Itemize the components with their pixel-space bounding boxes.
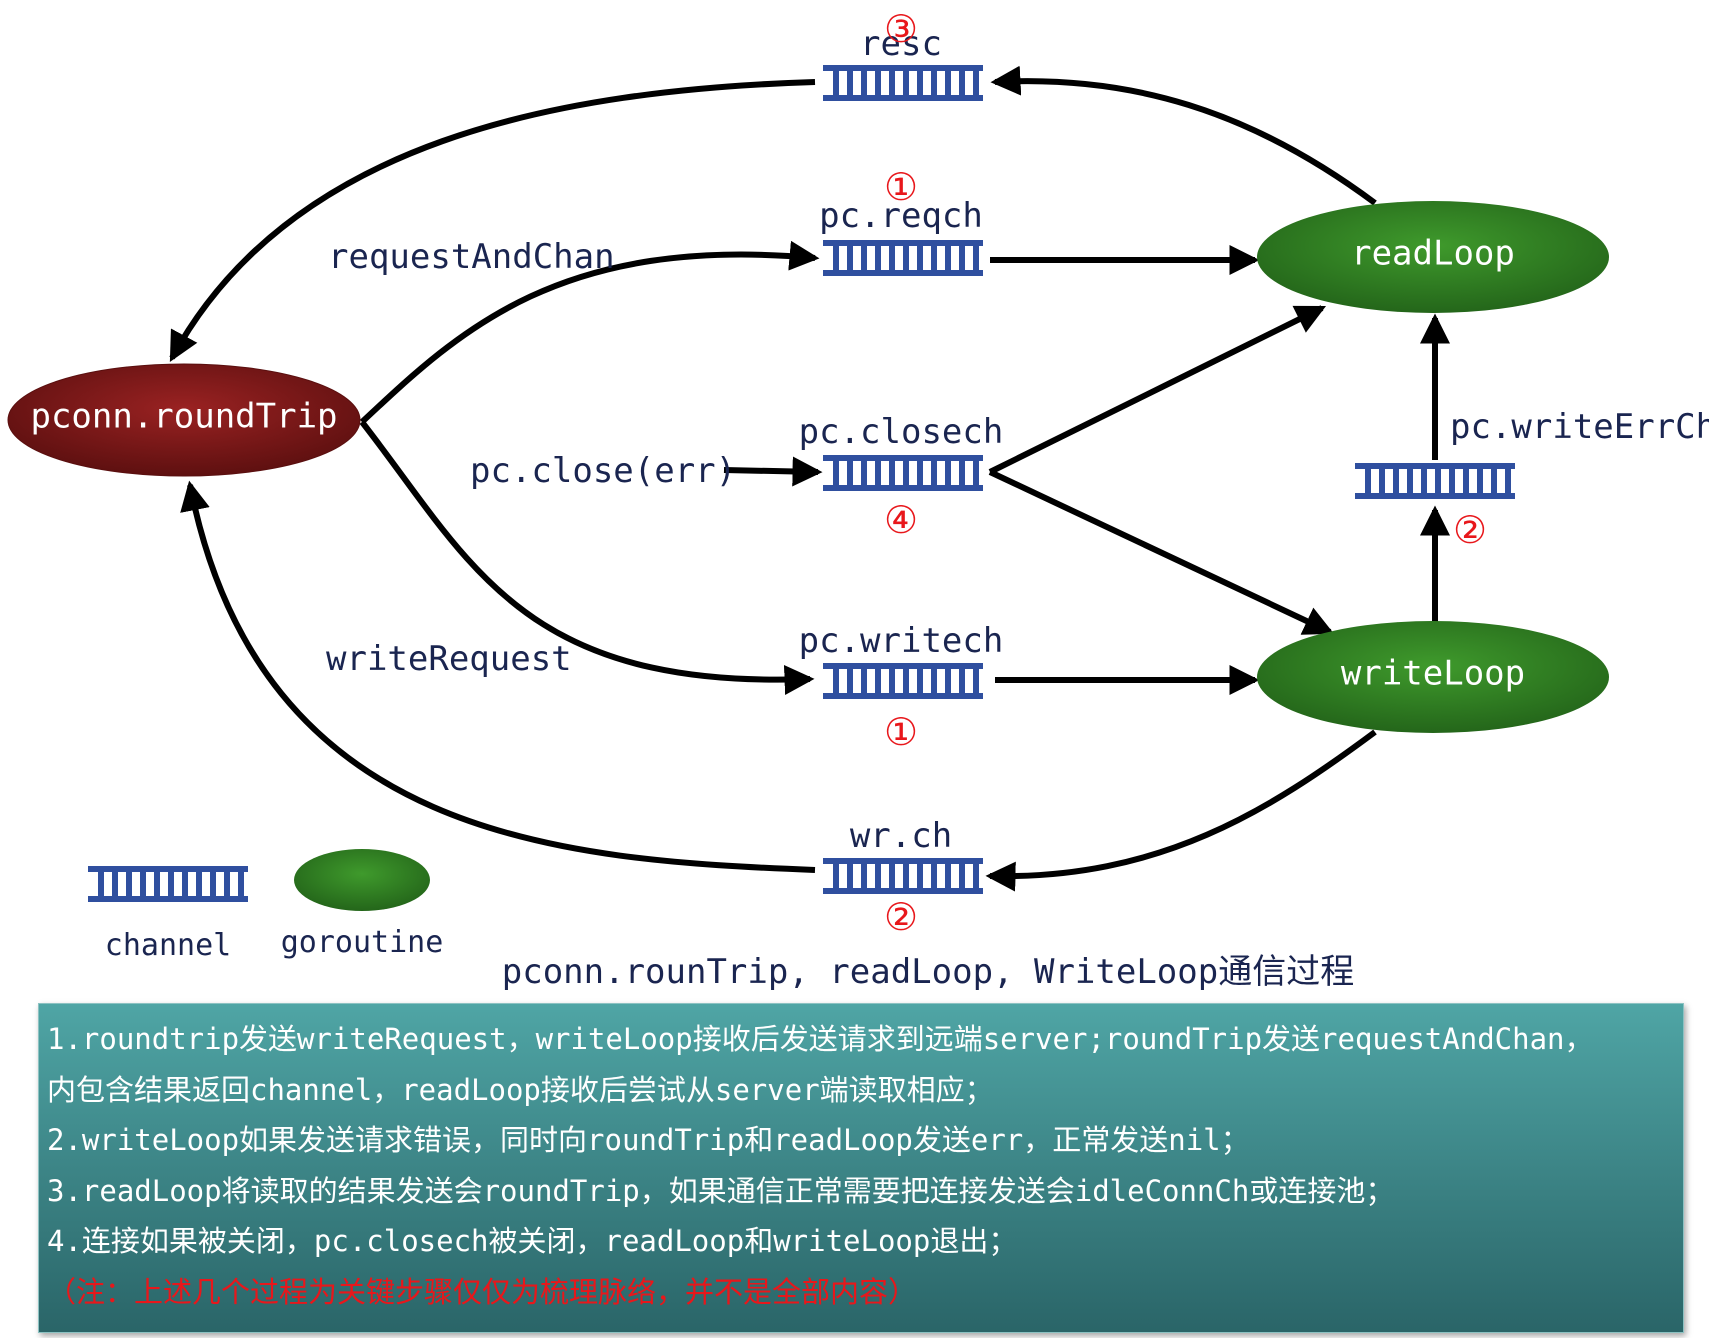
note-line: 1.roundtrip发送writeRequest，writeLoop接收后发送… [47, 1022, 1594, 1056]
channel-writeerrch [1355, 463, 1515, 499]
channel-reqch-label: pc.reqch [819, 196, 983, 236]
note-line: 2.writeLoop如果发送请求错误，同时向roundTrip和readLoo… [47, 1123, 1250, 1157]
legend-channel-icon [88, 866, 248, 902]
edge-writeloop-to-wrch [985, 729, 1377, 892]
node-readloop: readLoop [1257, 201, 1609, 313]
legend-goroutine-icon [294, 849, 430, 911]
legend-goroutine-label: goroutine [281, 925, 444, 960]
channel-closech [823, 455, 983, 491]
edge-pcclose-to-closech [723, 456, 823, 487]
edge-roundtrip-to-writech [359, 420, 815, 695]
channel-reqch [823, 240, 983, 276]
node-roundtrip-label: pconn.roundTrip [30, 397, 337, 437]
edge-label-pc-close: pc.close(err) [470, 451, 736, 491]
step-marker-wrch: ② [884, 895, 918, 939]
node-roundtrip: pconn.roundTrip [7, 363, 361, 477]
edge-resc-to-roundtrip [169, 79, 816, 362]
node-readloop-label: readLoop [1351, 234, 1515, 274]
channel-writech-label: pc.writech [799, 621, 1004, 661]
edge-closech-to-readloop [988, 305, 1327, 475]
step-marker-resc: ③ [884, 7, 918, 51]
node-writeloop-label: writeLoop [1341, 654, 1525, 694]
legend: channel goroutine [88, 849, 443, 963]
node-writeloop: writeLoop [1257, 621, 1609, 733]
channel-writeerrch-label: pc.writeErrCh [1450, 407, 1709, 447]
step-marker-reqch: ① [884, 165, 918, 209]
channel-wrch [823, 858, 983, 894]
note-line: 内包含结果返回channel，readLoop接收后尝试从server端读取相应… [47, 1072, 994, 1107]
step-marker-closech: ④ [884, 498, 918, 542]
edge-label-write-request: writeRequest [326, 639, 572, 679]
edge-roundtrip-to-reqch [359, 240, 820, 425]
note-disclaimer: （注：上述几个过程为关键步骤仅仅为梳理脉络，并不是全部内容） [47, 1274, 918, 1309]
notes-panel: 1.roundtrip发送writeRequest，writeLoop接收后发送… [38, 1003, 1684, 1333]
edge-readloop-to-resc [990, 65, 1377, 206]
step-marker-writech: ① [884, 710, 918, 754]
channel-closech-label: pc.closech [799, 412, 1004, 452]
channel-resc-label: resc [860, 24, 942, 64]
legend-channel-label: channel [105, 928, 231, 963]
note-line: 3.readLoop将读取的结果发送会roundTrip，如果通信正常需要把连接… [47, 1173, 1395, 1208]
channel-writech [823, 663, 983, 699]
edges [169, 65, 1450, 892]
step-marker-writeerrch: ② [1453, 508, 1487, 552]
channel-wrch-label: wr.ch [850, 816, 952, 856]
diagram-caption: pconn.rounTrip, readLoop, WriteLoop通信过程 [502, 952, 1354, 992]
edge-label-request-and-chan: requestAndChan [328, 237, 615, 277]
edge-wrch-to-roundtrip [180, 480, 816, 873]
edge-closech-to-writeloop [988, 469, 1335, 635]
note-line: 4.连接如果被关闭，pc.closech被关闭，readLoop和writeLo… [47, 1224, 1018, 1258]
channel-resc [823, 65, 983, 101]
